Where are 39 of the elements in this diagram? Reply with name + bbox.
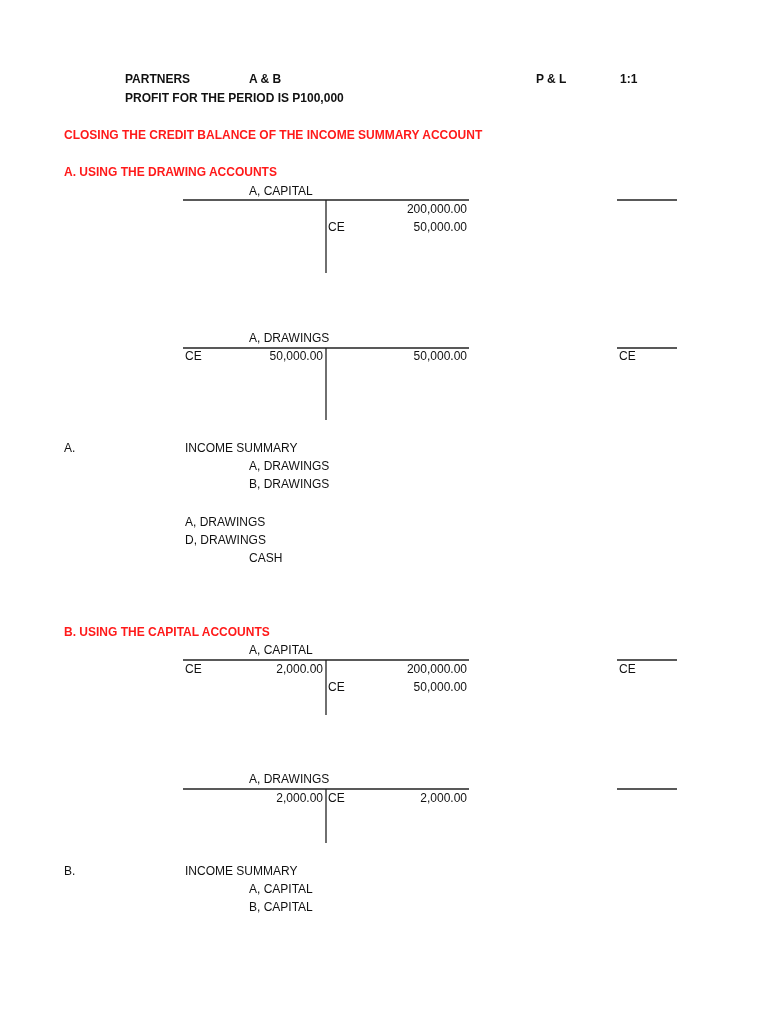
ledger-text: INCOME SUMMARY bbox=[185, 440, 298, 456]
ledger-text: CE bbox=[328, 679, 345, 695]
ledger-text: A, CAPITAL bbox=[249, 642, 313, 658]
ledger-text: 50,000.00 bbox=[413, 679, 467, 695]
ledger-text: D, DRAWINGS bbox=[185, 532, 266, 548]
ledger-text: CE bbox=[619, 661, 636, 677]
ledger-text: CE bbox=[328, 790, 345, 806]
ledger-text: A, DRAWINGS bbox=[249, 458, 330, 474]
section-heading: B. USING THE CAPITAL ACCOUNTS bbox=[64, 624, 270, 640]
ledger-text: A, DRAWINGS bbox=[185, 514, 266, 530]
ledger-text: CASH bbox=[249, 550, 283, 566]
ledger-text: B. bbox=[64, 863, 76, 879]
ledger-text: 200,000.00 bbox=[406, 661, 467, 677]
ledger-text: B, CAPITAL bbox=[249, 899, 313, 915]
ledger-text: CE bbox=[185, 661, 202, 677]
ledger-text: B, DRAWINGS bbox=[249, 476, 330, 492]
ledger-text: 50,000.00 bbox=[413, 348, 467, 364]
ledger-text: 2,000.00 bbox=[276, 790, 323, 806]
header-text: 1:1 bbox=[620, 71, 638, 87]
header-text: PARTNERS bbox=[125, 71, 191, 87]
header-text: P & L bbox=[536, 71, 567, 87]
ledger-text: A, DRAWINGS bbox=[249, 771, 330, 787]
ledger-text: A, CAPITAL bbox=[249, 881, 313, 897]
section-heading: CLOSING THE CREDIT BALANCE OF THE INCOME SUMMARY ACCOUNT bbox=[64, 127, 483, 143]
ledger-text: 50,000.00 bbox=[413, 219, 467, 235]
header-text: PROFIT FOR THE PERIOD IS P100,000 bbox=[125, 90, 344, 106]
ledger-text: CE bbox=[619, 348, 636, 364]
ledger-text: 2,000.00 bbox=[276, 661, 323, 677]
ledger-text: CE bbox=[185, 348, 202, 364]
section-heading: A. USING THE DRAWING ACCOUNTS bbox=[64, 164, 277, 180]
ledger-text: CE bbox=[328, 219, 345, 235]
header-text: A & B bbox=[249, 71, 282, 87]
ledger-text: INCOME SUMMARY bbox=[185, 863, 298, 879]
ledger-text: 50,000.00 bbox=[269, 348, 323, 364]
ledger-text: A, CAPITAL bbox=[249, 183, 313, 199]
ledger-text: A. bbox=[64, 440, 76, 456]
ledger-text: 200,000.00 bbox=[406, 201, 467, 217]
ledger-text: 2,000.00 bbox=[420, 790, 467, 806]
ledger-text: A, DRAWINGS bbox=[249, 330, 330, 346]
